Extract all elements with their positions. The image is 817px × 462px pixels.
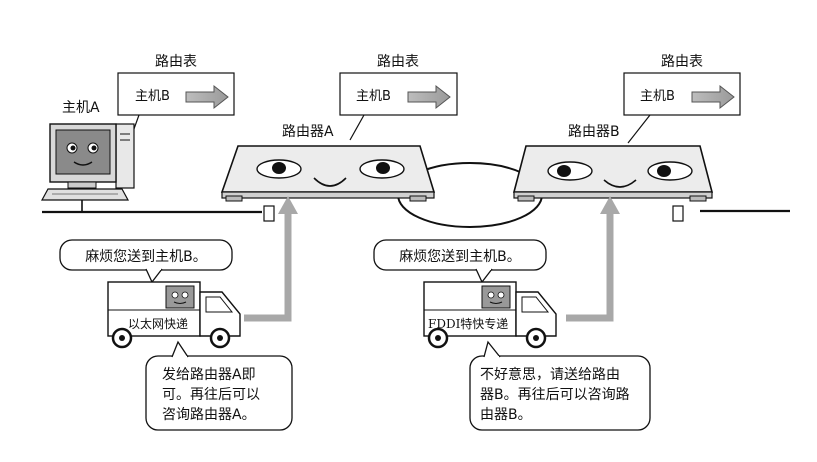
- routing-table-title: 路由表: [377, 54, 419, 70]
- host-a-computer-icon: 主机A: [40, 100, 135, 212]
- connector-left: [263, 205, 275, 222]
- routing-table-entry: 主机B: [135, 89, 170, 104]
- connector-right: [672, 205, 684, 222]
- reply-bubble-a: 发给路由器A即 可。再往后可以 咨询路由器A。: [145, 340, 293, 431]
- truck-label: 以太网快递: [128, 316, 188, 331]
- reply-line: 咨询路由器A。: [162, 407, 256, 423]
- routing-table-title: 路由表: [661, 54, 703, 70]
- reply-line: 发给路由器A即: [162, 367, 256, 383]
- right-arrow-icon: [407, 84, 451, 110]
- reply-line: 由器B。: [480, 407, 532, 423]
- reply-line: 不好意思，请送给路由: [480, 366, 620, 383]
- right-arrow-icon: [185, 84, 229, 110]
- host-a-label: 主机A: [62, 100, 100, 116]
- router-a: 路由器A: [220, 124, 436, 202]
- routing-table-entry: 主机B: [640, 89, 675, 104]
- right-arrow-icon: [691, 84, 735, 110]
- routing-table-router-b: 路由表 主机B: [623, 54, 741, 144]
- request-bubble-a: 麻烦您送到主机B。: [59, 239, 233, 284]
- router-b-label: 路由器B: [568, 124, 620, 140]
- arrow-to-router-a-icon: [244, 212, 292, 322]
- routing-table-entry: 主机B: [356, 89, 391, 104]
- request-bubble-b: 麻烦您送到主机B。: [373, 239, 547, 284]
- reply-bubble-b: 不好意思，请送给路由 器B。再往后可以咨询路 由器B。: [469, 340, 651, 431]
- arrow-to-router-b-icon: [566, 212, 614, 322]
- router-a-label: 路由器A: [282, 124, 334, 140]
- reply-line: 可。再往后可以: [162, 387, 260, 403]
- request-text: 麻烦您送到主机B。: [85, 248, 207, 265]
- truck-b-icon: FDDI特快专递: [423, 281, 557, 349]
- truck-label: FDDI特快专递: [428, 316, 508, 331]
- reply-line: 器B。再往后可以咨询路: [480, 387, 630, 403]
- router-b: 路由器B: [512, 124, 714, 202]
- routing-table-host: 路由表 主机B: [117, 54, 235, 141]
- request-text: 麻烦您送到主机B。: [399, 248, 521, 265]
- routing-table-router-a: 路由表 主机B: [339, 54, 458, 141]
- truck-a-icon: 以太网快递: [107, 281, 241, 349]
- routing-table-title: 路由表: [155, 54, 197, 70]
